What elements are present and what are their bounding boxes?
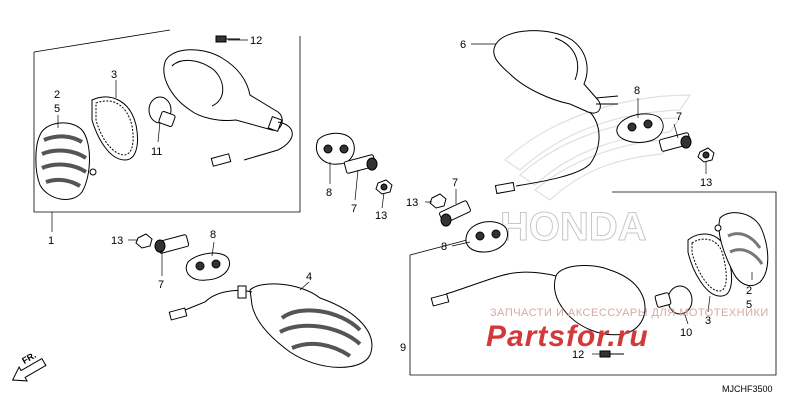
callout-7-e: 7: [452, 177, 458, 189]
callout-12-lower: 12: [572, 349, 584, 361]
callout-3-lower: 3: [705, 315, 711, 327]
watermark-site: Partsfor.ru: [486, 320, 649, 353]
callout-2-upper: 2: [54, 89, 60, 101]
callout-7-c: 7: [158, 279, 164, 291]
callout-8-b: 8: [326, 187, 332, 199]
callout-4: 4: [306, 271, 312, 283]
callout-8-d: 8: [634, 85, 640, 97]
callout-3-upper: 3: [111, 69, 117, 81]
rubber-mount-part-8-e: [465, 221, 508, 253]
signal-housing-lower-left: [168, 283, 373, 368]
callout-5-upper: 5: [54, 103, 60, 115]
callout-6: 6: [460, 39, 466, 51]
collar-part-7-c: [154, 234, 190, 254]
callout-8-c: 8: [210, 229, 216, 241]
callout-12-upper: 12: [250, 35, 262, 47]
diagram-code: MJCHF3500: [722, 384, 773, 394]
nut-part-13-a: [375, 179, 393, 195]
callout-5-lower: 5: [746, 299, 752, 311]
collar-part-7-d: [658, 132, 692, 152]
callout-13-e: 13: [406, 197, 418, 209]
bulb-part-11: [148, 96, 176, 127]
assembly-box-1: [33, 29, 301, 213]
callout-1: 1: [48, 235, 54, 247]
honda-watermark-text: HONDA: [500, 205, 647, 249]
callout-8-e: 8: [441, 241, 447, 253]
signal-housing-part-6: [493, 30, 619, 195]
callout-13-d: 13: [700, 177, 712, 189]
callout-9: 9: [400, 342, 406, 354]
gasket-part-3-right: [687, 233, 732, 297]
lens-part-2-right: [714, 212, 769, 286]
gasket-part-3: [91, 96, 139, 161]
nut-part-13-e: [429, 193, 447, 209]
screw-part-12-upper: [215, 35, 240, 43]
rubber-mount-part-8-d: [616, 113, 664, 143]
callout-2-lower: 2: [746, 285, 752, 297]
collar-part-7-e: [439, 200, 471, 227]
signal-housing-upper-left: [163, 49, 293, 167]
callout-13-b: 13: [375, 210, 387, 222]
nut-part-13-d: [697, 147, 715, 163]
bulb-part-10: [654, 285, 693, 315]
callout-11: 11: [151, 146, 162, 158]
lens-part-2: [35, 122, 97, 200]
callout-10: 10: [680, 327, 692, 339]
collar-part-7-a: [343, 154, 378, 174]
rubber-mount-part-8-a: [316, 132, 355, 165]
watermark-tagline: ЗАПЧАСТИ И АКСЕССУАРЫ ДЛЯ МОТОТЕХНИКИ: [490, 307, 769, 319]
leader-lines: [51, 39, 753, 355]
callout-13-c: 13: [111, 235, 123, 247]
callout-7-b: 7: [351, 203, 357, 215]
rubber-mount-part-8-c: [185, 252, 230, 281]
nut-part-13-c: [135, 233, 153, 249]
front-direction-arrow: FR.: [11, 350, 47, 382]
callout-7-d: 7: [676, 111, 682, 123]
signal-housing-lower-right: [430, 264, 646, 336]
